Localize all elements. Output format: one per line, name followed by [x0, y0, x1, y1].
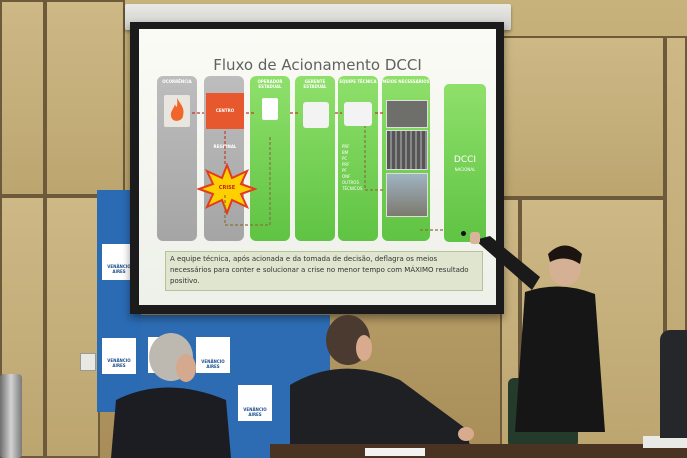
logo-line2: AIRES: [248, 412, 262, 417]
agency-item: TÉCNICOS: [342, 186, 363, 191]
wall-panel: [500, 36, 665, 198]
operator-avatar-icon: [262, 98, 278, 120]
column-label: OCORRÊNCIA: [162, 79, 192, 84]
backdrop-logo-tile: VENÂNCIO AIRES: [196, 337, 230, 373]
vehicles-photo: [386, 100, 428, 128]
logo-line2: AIRES: [206, 364, 220, 369]
conference-table: [270, 444, 687, 458]
agency-item: PC: [342, 156, 348, 161]
agency-item: PRF: [342, 144, 350, 149]
technical-team-icon: [344, 102, 372, 126]
agency-item: PF: [342, 168, 347, 173]
slide-caption: A equipe técnica, após acionada e da tom…: [165, 251, 483, 291]
audience-member-right: [660, 330, 687, 438]
papers-stack: [643, 436, 687, 448]
city-banner: VENÂNCIO AIRES VENÂNCIO AIRES: [97, 190, 141, 412]
slide-title: Fluxo de Acionamento DCCI: [213, 56, 422, 74]
wall-panel: [45, 0, 125, 196]
audience-member-left: [111, 333, 231, 458]
column-label: MEIOS NECESSÁRIOS: [382, 79, 430, 84]
agency-item: ONF: [342, 174, 351, 179]
dcci-sublabel: NACIONAL: [454, 167, 476, 172]
troops-photo: [386, 130, 428, 170]
logo-line1: VENÂNCIO: [201, 359, 225, 364]
banner-logo-tile: VENÂNCIO AIRES: [102, 338, 136, 374]
agency-list: PRF BM PC PRF PF ONF OUTROS TÉCNICOS: [342, 144, 362, 192]
logo-line2: AIRES: [112, 363, 126, 368]
column-label: GERENTE ESTADUAL: [303, 79, 327, 89]
dcci-label: DCCI: [453, 155, 477, 165]
column-label: OPERADOR ESTADUAL: [257, 79, 283, 89]
wall-panel: [0, 0, 45, 196]
thermos: [0, 374, 22, 458]
dcci-box: [444, 84, 486, 242]
paper-on-table: [365, 448, 425, 456]
logo-line1: VENÂNCIO: [107, 264, 131, 269]
wall-panel: [45, 196, 100, 458]
burst-label: CRISE: [218, 185, 236, 191]
audience-member-center: [290, 315, 474, 458]
fire-icon: [164, 95, 190, 127]
laser-pointer-dot: [461, 231, 466, 236]
agency-item: BM: [342, 150, 349, 155]
team-meeting-icon: [303, 102, 329, 128]
logo-line2: AIRES: [112, 269, 126, 274]
agency-item: PRF: [342, 162, 350, 167]
logo-line1: VENÂNCIO: [243, 407, 267, 412]
presenter-person: [470, 232, 605, 432]
agency-item: OUTROS: [342, 180, 359, 185]
helicopter-photo: [386, 173, 428, 217]
crisis-burst-icon: [197, 163, 257, 215]
column-label: EQUIPE TÉCNICA: [339, 79, 377, 84]
logo-line1: VENÂNCIO: [107, 358, 131, 363]
wall-outlet: [80, 353, 96, 371]
backdrop-logo-tile: VENÂNCIO AIRES: [238, 385, 272, 421]
